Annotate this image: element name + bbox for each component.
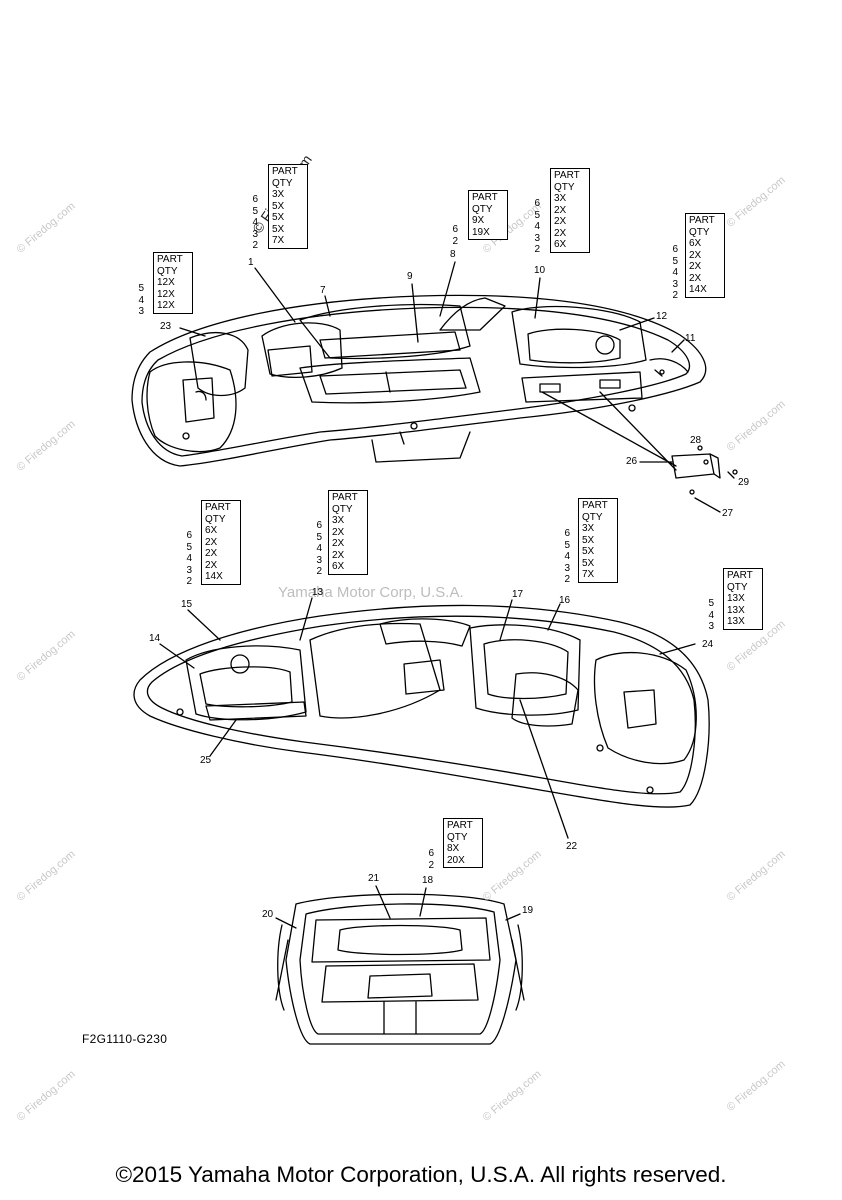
callout-label: 7 bbox=[320, 285, 326, 296]
upper-deck-drawing bbox=[131, 261, 738, 513]
callout-label: 16 bbox=[559, 595, 571, 606]
drawing-reference: F2G1110-G230 bbox=[82, 1032, 168, 1046]
callout-label: 13 bbox=[312, 587, 324, 598]
callout-label: 11 bbox=[685, 333, 696, 344]
callout-label: 15 bbox=[181, 599, 193, 610]
callout-label: 17 bbox=[512, 589, 524, 600]
callout-label: 10 bbox=[534, 265, 546, 276]
callout-label: 25 bbox=[200, 755, 212, 766]
callout-label: 20 bbox=[262, 909, 274, 920]
callout-label: 1 bbox=[248, 257, 254, 268]
callout-label: 28 bbox=[690, 435, 702, 446]
center-watermark: Yamaha Motor Corp, U.S.A. bbox=[278, 584, 464, 601]
copyright-footer: ©2015 Yamaha Motor Corporation, U.S.A. A… bbox=[115, 1162, 727, 1187]
callout-label: 19 bbox=[522, 905, 534, 916]
callout-label: 27 bbox=[722, 508, 734, 519]
callout-label: 8 bbox=[450, 249, 456, 260]
callout-label: 24 bbox=[702, 639, 714, 650]
callout-label: 14 bbox=[149, 633, 161, 644]
lower-hull-drawing bbox=[133, 597, 710, 839]
callout-label: 29 bbox=[738, 477, 750, 488]
callout-label: 26 bbox=[626, 456, 638, 467]
callout-label: 18 bbox=[422, 875, 434, 886]
callout-label: 9 bbox=[407, 271, 413, 282]
callout-label: 12 bbox=[656, 311, 668, 322]
callout-label: 23 bbox=[160, 321, 172, 332]
callout-label: 22 bbox=[566, 841, 578, 852]
callout-label: 21 bbox=[368, 873, 380, 884]
rear-section-drawing bbox=[275, 885, 525, 1045]
